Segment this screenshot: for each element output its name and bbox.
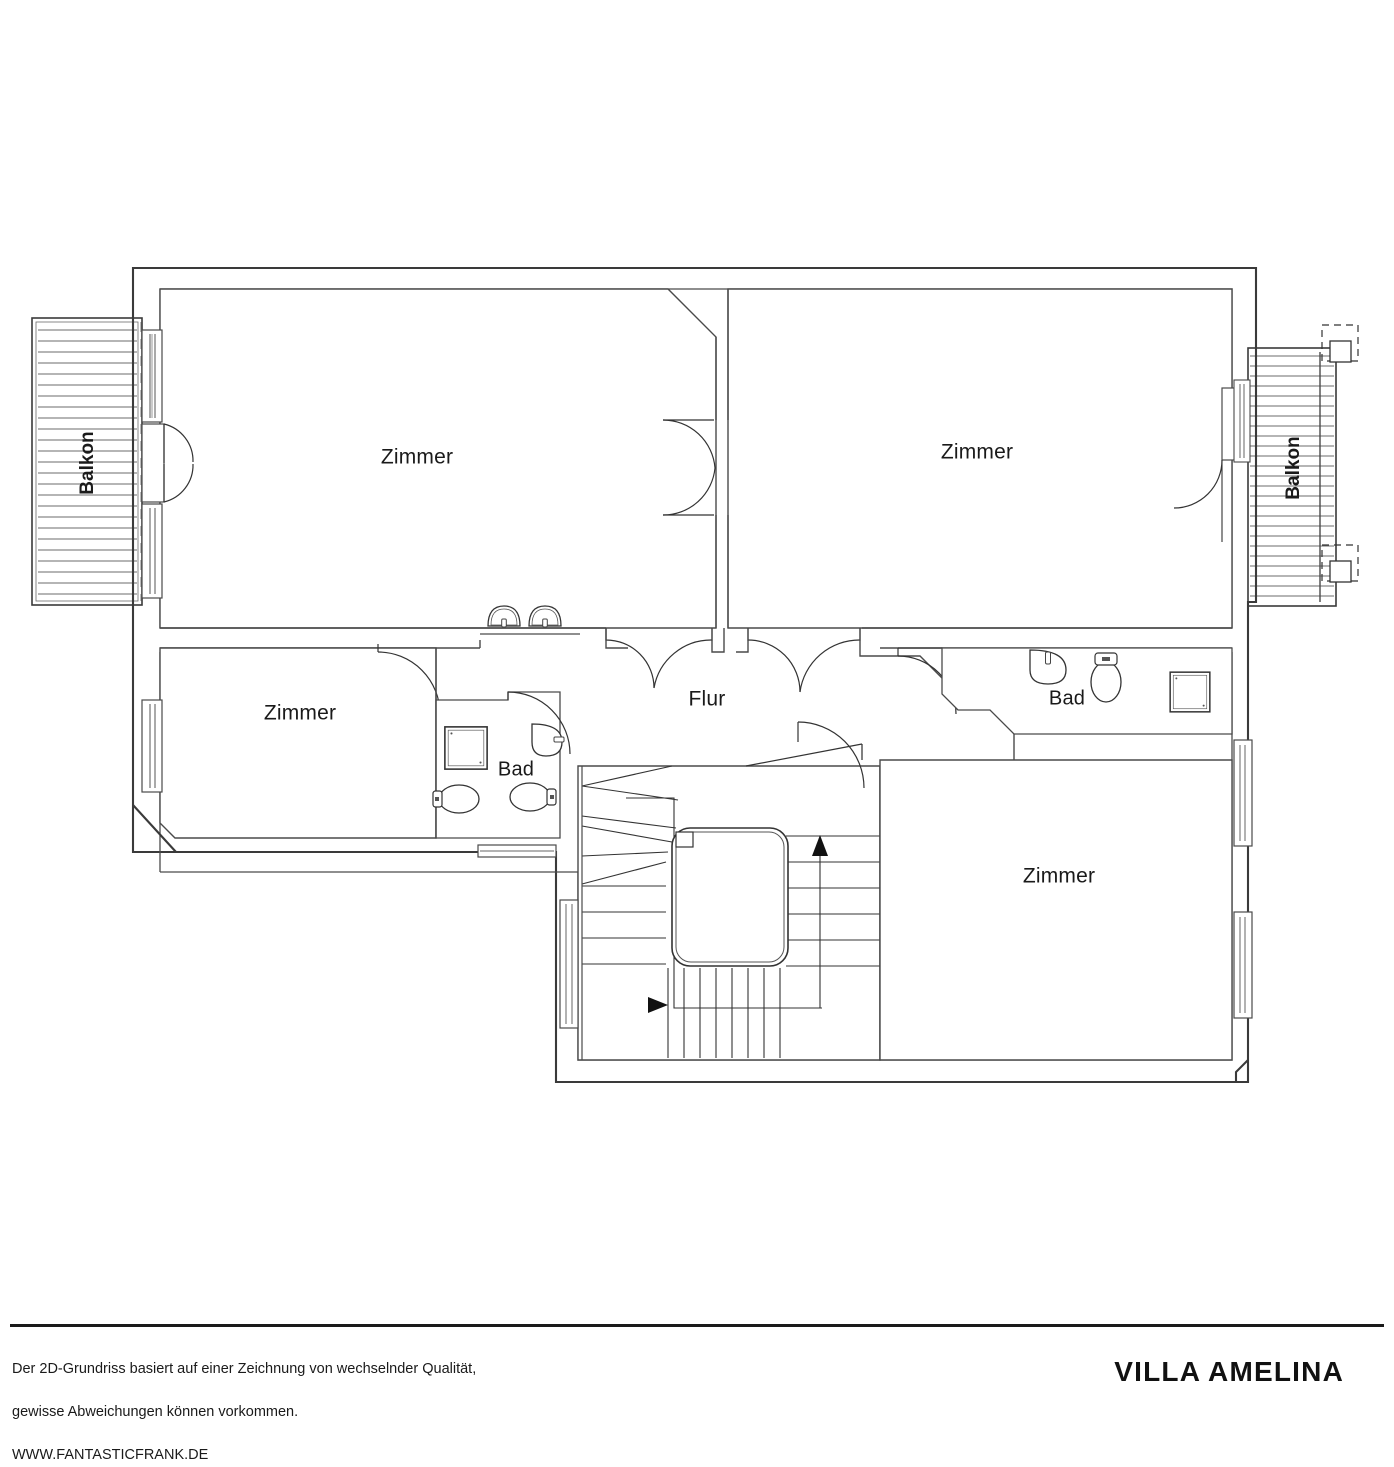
bidet-bad-left bbox=[509, 782, 557, 812]
balcony-right-label: Balkon bbox=[1283, 436, 1304, 499]
room-zimmer-top-right: Zimmer bbox=[727, 288, 1233, 629]
stair-void bbox=[671, 827, 789, 967]
stair-arrow-up bbox=[812, 835, 828, 1008]
balcony-left: Balkon bbox=[31, 317, 143, 606]
disclaimer-line-1: Der 2D-Grundriss basiert auf einer Zeich… bbox=[12, 1361, 477, 1378]
window-left-lower bbox=[141, 503, 163, 599]
footer-divider bbox=[10, 1324, 1384, 1327]
window-right-mid bbox=[1233, 739, 1253, 847]
flur-door-swings[interactable] bbox=[605, 628, 861, 693]
zimmer-top-right-label: Zimmer bbox=[941, 441, 1013, 464]
website-url[interactable]: WWW.FANTASTICFRANK.DE bbox=[12, 1447, 209, 1464]
bad-left-label: Bad bbox=[498, 758, 534, 780]
window-stairwell-left bbox=[559, 899, 579, 1029]
room-flur: Flur bbox=[689, 688, 726, 711]
washbasin-bad-right bbox=[1029, 649, 1067, 685]
wall-between-top-rooms bbox=[715, 289, 729, 628]
flur-label: Flur bbox=[689, 688, 726, 711]
balcony-left-label: Balkon bbox=[77, 431, 98, 494]
stair-arrow-right bbox=[648, 997, 668, 1013]
shell-chamfer-right bbox=[1234, 1059, 1249, 1082]
room-zimmer-top-left: Zimmer bbox=[159, 288, 717, 629]
door-zimmer-bottom-right[interactable] bbox=[745, 721, 865, 789]
disclaimer-line-2: gewisse Abweichungen können vorkommen. bbox=[12, 1404, 299, 1421]
window-left-upper bbox=[141, 329, 163, 423]
shell-chamfer-left bbox=[132, 804, 177, 853]
brand-name: VILLA AMELINA bbox=[1114, 1356, 1344, 1387]
door-between-top-rooms[interactable] bbox=[662, 419, 716, 516]
shower-bad-right bbox=[1169, 671, 1211, 713]
room-bad-left: Bad bbox=[432, 648, 565, 858]
room-bad-right: Bad bbox=[941, 647, 1233, 735]
window-right-upper bbox=[1233, 379, 1251, 463]
toilet-bad-right bbox=[1090, 652, 1122, 703]
washbasin-bad-left bbox=[531, 723, 565, 757]
window-right-bottom bbox=[1233, 911, 1253, 1019]
balcony-right-fixture-bottom bbox=[1321, 544, 1359, 583]
building-outline bbox=[131, 266, 1258, 1084]
floorplan-canvas: Balkon Balkon bbox=[31, 266, 1359, 1084]
flur-jambs bbox=[605, 628, 880, 657]
stairwell bbox=[559, 765, 881, 1061]
footer-disclaimer: Der 2D-Grundriss basiert auf einer Zeich… bbox=[12, 1338, 476, 1467]
basin-pair-flur bbox=[480, 605, 580, 635]
room-zimmer-mid-left: Zimmer bbox=[159, 647, 437, 839]
toilet-bad-left bbox=[432, 784, 480, 814]
zimmer-top-left-label: Zimmer bbox=[381, 446, 453, 469]
room-zimmer-bottom-right: Zimmer bbox=[879, 759, 1233, 1061]
window-mid-left bbox=[141, 699, 163, 793]
door-bad-left[interactable] bbox=[507, 691, 571, 755]
zimmer-mid-left-label: Zimmer bbox=[264, 702, 336, 725]
page-footer: Der 2D-Grundriss basiert auf einer Zeich… bbox=[0, 1324, 1394, 1463]
balcony-right: Balkon bbox=[1247, 324, 1359, 607]
balcony-right-fixture-top bbox=[1321, 324, 1359, 363]
floor-plan-drawing: Balkon Balkon bbox=[31, 266, 1359, 1084]
bad-right-label: Bad bbox=[1049, 687, 1085, 709]
zimmer-bottom-right-label: Zimmer bbox=[1023, 865, 1095, 888]
wall-corridor-top bbox=[160, 627, 1232, 649]
balcony-door-left[interactable] bbox=[141, 423, 194, 503]
shower-bad-left bbox=[444, 726, 488, 770]
